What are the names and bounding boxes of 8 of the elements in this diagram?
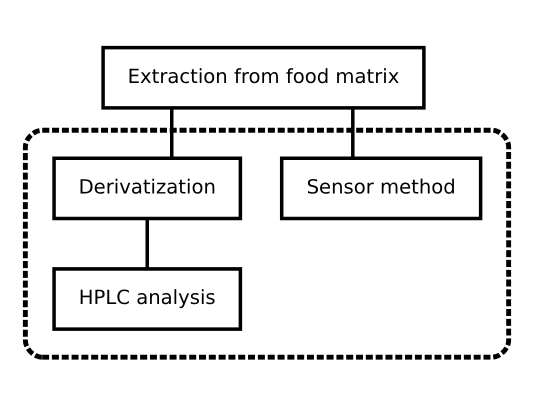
- connector: [351, 108, 355, 158]
- node-box: Sensor method: [280, 156, 482, 220]
- connector: [170, 108, 174, 158]
- node-box: Derivatization: [52, 156, 242, 220]
- node-box: HPLC analysis: [52, 267, 242, 331]
- connector: [145, 218, 149, 269]
- node-box: Extraction from food matrix: [101, 46, 426, 110]
- cluster: [22, 128, 512, 360]
